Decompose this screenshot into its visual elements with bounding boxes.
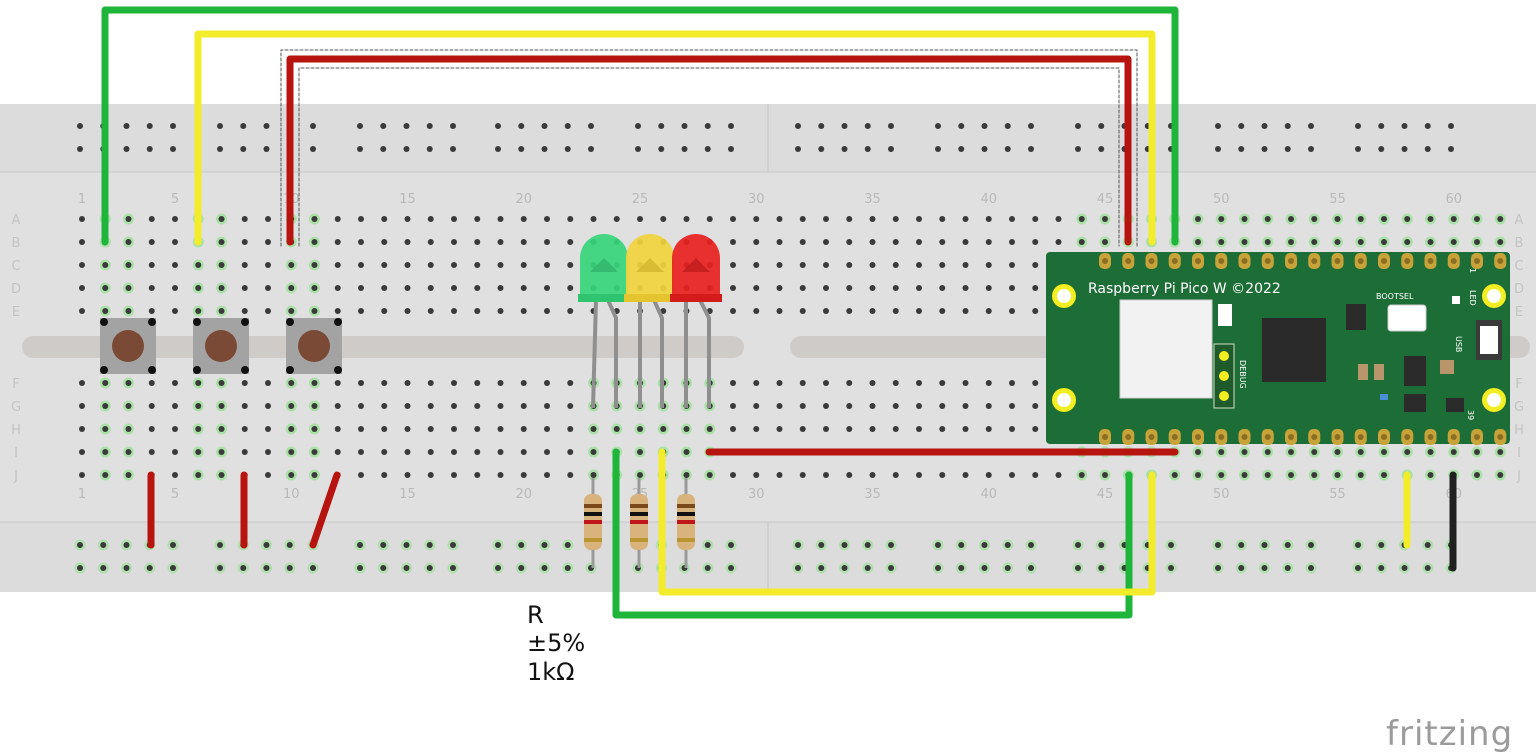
wires bbox=[101, 6, 1457, 619]
resistor-3[interactable] bbox=[677, 478, 695, 568]
column-label-top: 50 bbox=[1213, 192, 1230, 207]
column-label-bottom: 35 bbox=[864, 487, 881, 502]
resistor-2[interactable] bbox=[630, 478, 648, 568]
red-wire-button-3[interactable] bbox=[309, 471, 341, 549]
wifi-module bbox=[1119, 299, 1213, 399]
resistors bbox=[584, 478, 695, 568]
row-label: B bbox=[12, 236, 21, 251]
column-label-bottom: 55 bbox=[1329, 487, 1346, 502]
debug-label: DEBUG bbox=[1238, 360, 1247, 389]
bootsel-button[interactable] bbox=[1387, 304, 1427, 332]
column-label-top: 45 bbox=[1097, 192, 1114, 207]
led-yellow[interactable] bbox=[624, 234, 676, 302]
led-legs bbox=[591, 299, 711, 409]
row-label: J bbox=[13, 469, 18, 484]
column-label-bottom: 45 bbox=[1097, 487, 1114, 502]
resistor-note: R ±5% 1kΩ bbox=[527, 601, 585, 686]
column-label-bottom: 30 bbox=[748, 487, 765, 502]
row-label: D bbox=[1514, 282, 1524, 297]
column-label-bottom: 40 bbox=[980, 487, 997, 502]
row-label: C bbox=[1514, 259, 1523, 274]
column-label-top: 15 bbox=[399, 192, 416, 207]
row-label: G bbox=[1514, 400, 1524, 415]
row-label: A bbox=[1515, 213, 1524, 228]
column-label-bottom: 10 bbox=[283, 487, 300, 502]
column-label-top: 1 bbox=[78, 192, 86, 207]
row-label: F bbox=[12, 377, 19, 392]
red-wire-top-selection bbox=[280, 49, 1138, 247]
led-label: LED bbox=[1468, 290, 1477, 306]
row-label: I bbox=[1517, 446, 1521, 461]
column-label-bottom: 20 bbox=[515, 487, 532, 502]
column-label-bottom: 5 bbox=[171, 487, 179, 502]
column-label-bottom: 50 bbox=[1213, 487, 1230, 502]
led-green[interactable] bbox=[578, 234, 630, 302]
row-label: H bbox=[11, 423, 21, 438]
column-label-top: 60 bbox=[1445, 192, 1462, 207]
row-label: A bbox=[12, 213, 21, 228]
led-red[interactable] bbox=[670, 234, 722, 302]
row-label: E bbox=[1515, 305, 1523, 320]
pin39-label: 39 bbox=[1466, 410, 1475, 420]
green-wire-top[interactable] bbox=[101, 6, 1179, 246]
row-label: B bbox=[1515, 236, 1524, 251]
fritzing-logo: fritzing bbox=[1386, 714, 1513, 754]
column-label-bottom: 15 bbox=[399, 487, 416, 502]
pico-pin-headers bbox=[1099, 253, 1507, 445]
pin1-label: 1 bbox=[1468, 268, 1477, 273]
row-label: H bbox=[1514, 423, 1524, 438]
red-wire-top[interactable] bbox=[286, 55, 1132, 246]
pico-title: Raspberry Pi Pico W ©2022 bbox=[1088, 281, 1281, 297]
column-label-top: 25 bbox=[632, 192, 649, 207]
column-label-top: 20 bbox=[515, 192, 532, 207]
column-label-bottom: 1 bbox=[78, 487, 86, 502]
column-label-top: 35 bbox=[864, 192, 881, 207]
row-label: E bbox=[12, 305, 20, 320]
leds bbox=[578, 234, 722, 302]
pico-w-board[interactable]: Raspberry Pi Pico W ©2022 BOOTSEL LED US… bbox=[1046, 252, 1510, 445]
rp2040-chip bbox=[1262, 318, 1326, 382]
resistor-1[interactable] bbox=[584, 478, 602, 568]
push-button-3[interactable] bbox=[286, 318, 342, 374]
row-label: J bbox=[1516, 469, 1521, 484]
green-wire-bottom[interactable] bbox=[612, 448, 1133, 619]
resistor-note-line2: ±5% bbox=[527, 629, 585, 657]
resistor-note-line3: 1kΩ bbox=[527, 658, 575, 686]
row-label: G bbox=[11, 400, 21, 415]
column-label-top: 30 bbox=[748, 192, 765, 207]
yellow-wire-bottom[interactable] bbox=[658, 448, 1156, 596]
push-button-2[interactable] bbox=[193, 318, 249, 374]
row-label: D bbox=[11, 282, 21, 297]
bootsel-label: BOOTSEL bbox=[1376, 292, 1414, 301]
column-label-top: 40 bbox=[980, 192, 997, 207]
row-label: F bbox=[1515, 377, 1522, 392]
column-label-top: 5 bbox=[171, 192, 179, 207]
push-buttons bbox=[100, 318, 342, 374]
resistor-note-line1: R bbox=[527, 601, 544, 629]
column-label-top: 55 bbox=[1329, 192, 1346, 207]
yellow-wire-top[interactable] bbox=[194, 30, 1156, 246]
usb-label: USB bbox=[1454, 336, 1463, 352]
push-button-1[interactable] bbox=[100, 318, 156, 374]
breadboard-holes bbox=[74, 123, 1506, 574]
row-label: C bbox=[11, 259, 20, 274]
row-label: I bbox=[14, 446, 18, 461]
red-wire-top-selection-inner bbox=[298, 67, 1120, 247]
